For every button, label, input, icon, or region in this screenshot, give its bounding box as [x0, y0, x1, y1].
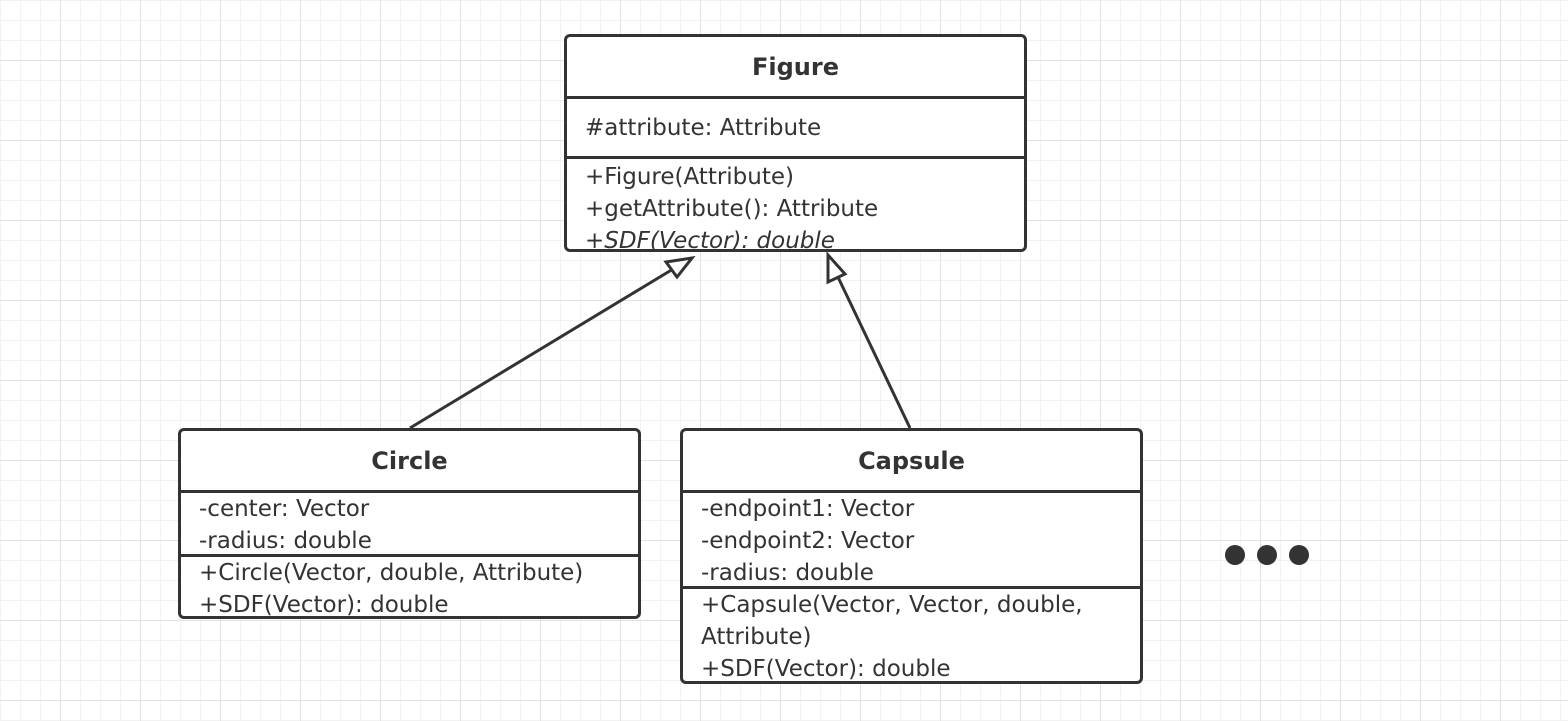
class-attributes: -center: Vector -radius: double — [181, 493, 638, 557]
ellipsis-dot — [1257, 545, 1277, 565]
class-capsule[interactable]: Capsule -endpoint1: Vector -endpoint2: V… — [680, 428, 1143, 684]
capsule-to-figure-generalization — [826, 251, 912, 429]
operation-row: +SDF(Vector): double — [701, 653, 1140, 682]
class-operations: +Capsule(Vector, Vector, double, Attribu… — [683, 589, 1140, 682]
attribute-row: -center: Vector — [199, 496, 370, 522]
operation-text: +Circle(Vector, double, Attribute) — [199, 560, 584, 586]
attribute-row: -endpoint1: Vector — [701, 496, 915, 522]
class-attributes: -endpoint1: Vector -endpoint2: Vector -r… — [683, 493, 1140, 589]
class-name: Figure — [567, 37, 1024, 99]
operation-row: +getAttribute(): Attribute — [585, 193, 1024, 225]
operation-text: +Capsule(Vector, Vector, double, — [701, 592, 1083, 618]
operation-text: +Figure(Attribute) — [585, 164, 794, 190]
attribute-row: #attribute: Attribute — [585, 114, 822, 141]
class-circle[interactable]: Circle -center: Vector -radius: double +… — [178, 428, 641, 619]
operation-row: Attribute) — [701, 621, 1140, 653]
circle-to-figure-generalization — [409, 255, 696, 430]
operation-text: Attribute) — [701, 624, 812, 650]
class-name: Circle — [181, 431, 638, 493]
attribute-row: -radius: double — [701, 560, 874, 586]
ellipsis-icon — [1222, 542, 1312, 568]
ellipsis-dot — [1225, 545, 1245, 565]
class-attributes: #attribute: Attribute — [567, 99, 1024, 159]
class-operations: +Figure(Attribute) +getAttribute(): Attr… — [567, 159, 1024, 252]
operation-row: +SDF(Vector): double — [585, 225, 1024, 252]
class-figure[interactable]: Figure #attribute: Attribute +Figure(Att… — [564, 34, 1027, 252]
class-name: Capsule — [683, 431, 1140, 493]
operation-text: +getAttribute(): Attribute — [585, 196, 879, 222]
attribute-row: -endpoint2: Vector — [701, 528, 915, 554]
operation-row: +Capsule(Vector, Vector, double, — [701, 589, 1140, 621]
class-operations: +Circle(Vector, double, Attribute) +SDF(… — [181, 557, 638, 618]
operation-text: +SDF(Vector): double — [199, 592, 449, 618]
operation-row: +Circle(Vector, double, Attribute) — [199, 557, 638, 589]
operation-text: +SDF(Vector): double — [701, 656, 951, 682]
operation-text: + — [585, 228, 605, 252]
abstract-operation-text: SDF(Vector): double — [604, 228, 835, 252]
ellipsis-dot — [1289, 545, 1309, 565]
operation-row: +SDF(Vector): double — [199, 589, 638, 618]
attribute-row: -radius: double — [199, 528, 372, 554]
operation-row: +Figure(Attribute) — [585, 161, 1024, 193]
